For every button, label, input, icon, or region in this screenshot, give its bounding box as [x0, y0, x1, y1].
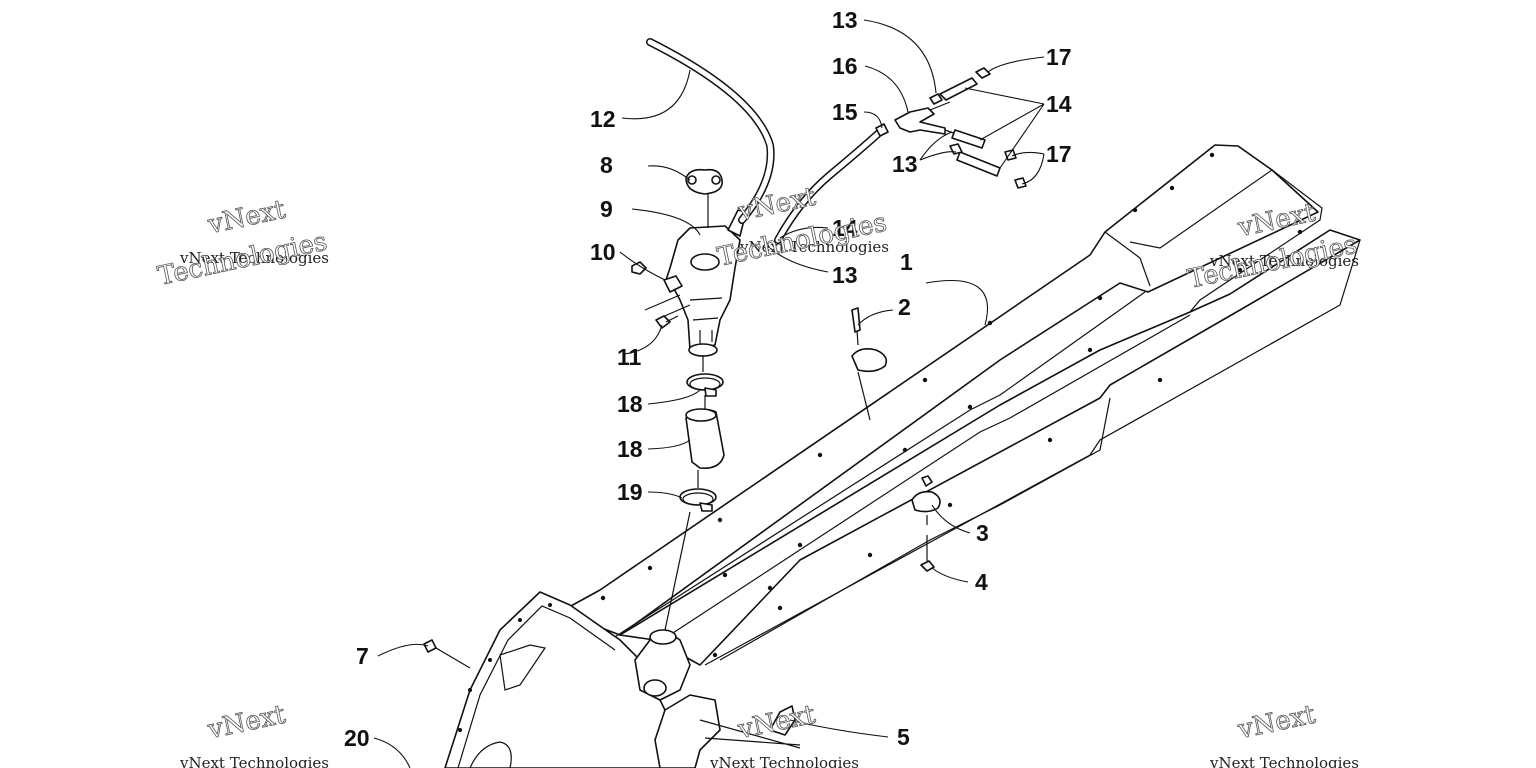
filler-neck-ribs — [689, 297, 723, 345]
filler-cap-body — [685, 168, 723, 195]
callout-labels: 1 2 3 4 5 7 8 9 10 11 12 13 13 13 14 14 … — [344, 7, 1072, 751]
mount-plate-5 — [769, 705, 796, 736]
watermark-brand-top: vNext — [205, 700, 289, 746]
watermark-brand-line: vNext Technologies — [1209, 252, 1359, 270]
watermark-brand-top: vNext — [205, 195, 289, 241]
filler-mount-ear — [663, 275, 683, 293]
callout-19: 18 — [617, 436, 643, 462]
watermark-top-left: vNext vNext Technologies Technologies — [155, 194, 330, 292]
hose-clamp-upper — [686, 373, 724, 397]
filler-cap-ear-left — [687, 175, 697, 185]
assembly-center-line — [664, 193, 709, 631]
callout-1: 1 — [900, 249, 913, 275]
side-rail-edge — [704, 239, 1361, 666]
leader-lines — [373, 19, 1045, 768]
tunnel-top-panel — [559, 144, 1319, 636]
filler-neck-outlet — [688, 343, 718, 357]
filler-cap — [685, 168, 723, 195]
side-rail-line-1 — [609, 291, 1146, 641]
side-rail-line-3 — [719, 397, 1111, 661]
lower-filler-fitting — [634, 629, 691, 701]
overflow-hose-12 — [646, 38, 775, 224]
grommet-2 — [851, 307, 888, 421]
filler-neck-opening — [690, 253, 720, 271]
callout-15: 15 — [832, 99, 858, 125]
clamp-17-upper — [975, 67, 991, 79]
bulkhead-flange — [457, 605, 616, 768]
callout-8: 8 — [600, 152, 613, 178]
watermark-brand-line: vNext Technologies — [1209, 754, 1359, 768]
side-rail-line-2 — [649, 314, 1191, 649]
screw-4 — [920, 515, 935, 572]
callout-11: 11 — [617, 344, 642, 370]
running-board — [619, 229, 1361, 666]
check-valve-upper — [939, 77, 978, 101]
watermark-brand-line: vNext Technologies — [179, 249, 329, 267]
watermark-brand-top: vNext — [1235, 700, 1319, 746]
clamp-13-lower — [949, 143, 963, 155]
callout-20: 20 — [344, 725, 370, 751]
callout-13-lower: 13 — [832, 262, 858, 288]
bulkhead-cutout — [469, 741, 512, 768]
rivet-7 — [423, 639, 471, 669]
tunnel-rear-edge — [1104, 145, 1274, 287]
callout-5: 5 — [897, 724, 910, 750]
watermark-brand-line: vNext Technologies — [179, 754, 329, 768]
watermark-brand-big: Technologies — [155, 227, 330, 292]
fitting-top-opening — [649, 629, 677, 645]
tunnel-rear-crease — [1189, 169, 1323, 313]
callout-13-top: 13 — [832, 7, 858, 33]
clamp-13-upper — [929, 93, 943, 105]
tee-fitting-16 — [894, 107, 946, 135]
watermark-brand-line: vNext Technologies — [709, 754, 859, 768]
filler-mount-leader — [644, 294, 691, 319]
fitting-side-opening — [643, 679, 667, 697]
bulkhead-bracket — [499, 644, 547, 691]
check-valve-lower-a — [951, 129, 986, 149]
callout-4: 4 — [975, 569, 988, 595]
callout-13-middle: 13 — [892, 151, 918, 177]
callout-14-right: 14 — [1046, 91, 1072, 117]
callout-7: 7 — [356, 643, 369, 669]
mount-bracket — [654, 694, 721, 768]
callout-18-lower: 19 — [617, 479, 643, 505]
watermark-bottom-left: vNext vNext Technologies — [179, 699, 329, 768]
filler-hose-19-top — [685, 408, 717, 422]
callout-2: 2 — [898, 294, 911, 320]
tunnel-rivets — [600, 152, 1303, 658]
callout-14-left: 14 — [832, 215, 858, 241]
callout-16: 16 — [832, 53, 858, 79]
front-bulkhead — [444, 591, 801, 768]
check-valve-lower-b — [956, 151, 1001, 177]
nut-10 — [631, 261, 647, 275]
callout-10: 10 — [590, 239, 616, 265]
watermark-bottom-right: vNext vNext Technologies — [1209, 699, 1359, 768]
screw-11 — [655, 315, 679, 329]
callout-12: 12 — [590, 106, 616, 132]
filler-neck-assembly — [644, 209, 747, 357]
callout-9: 9 — [600, 196, 613, 222]
mount-lines — [699, 719, 801, 749]
callout-18-upper: 18 — [617, 391, 643, 417]
clamp-17-bottom — [1014, 177, 1027, 189]
filler-cap-ear-right — [711, 175, 721, 185]
callout-17-bottom: 17 — [1046, 141, 1072, 167]
watermark-brand-top: vNext — [735, 700, 819, 746]
hose-clamp-lower — [679, 488, 717, 512]
vent-hose — [774, 128, 884, 244]
watermark-brand-line: vNext Technologies — [739, 238, 889, 256]
tunnel-assembly — [559, 144, 1361, 666]
callout-3: 3 — [976, 520, 989, 546]
watermark-brand-top: vNext — [735, 182, 819, 228]
callout-17-top: 17 — [1046, 44, 1072, 70]
